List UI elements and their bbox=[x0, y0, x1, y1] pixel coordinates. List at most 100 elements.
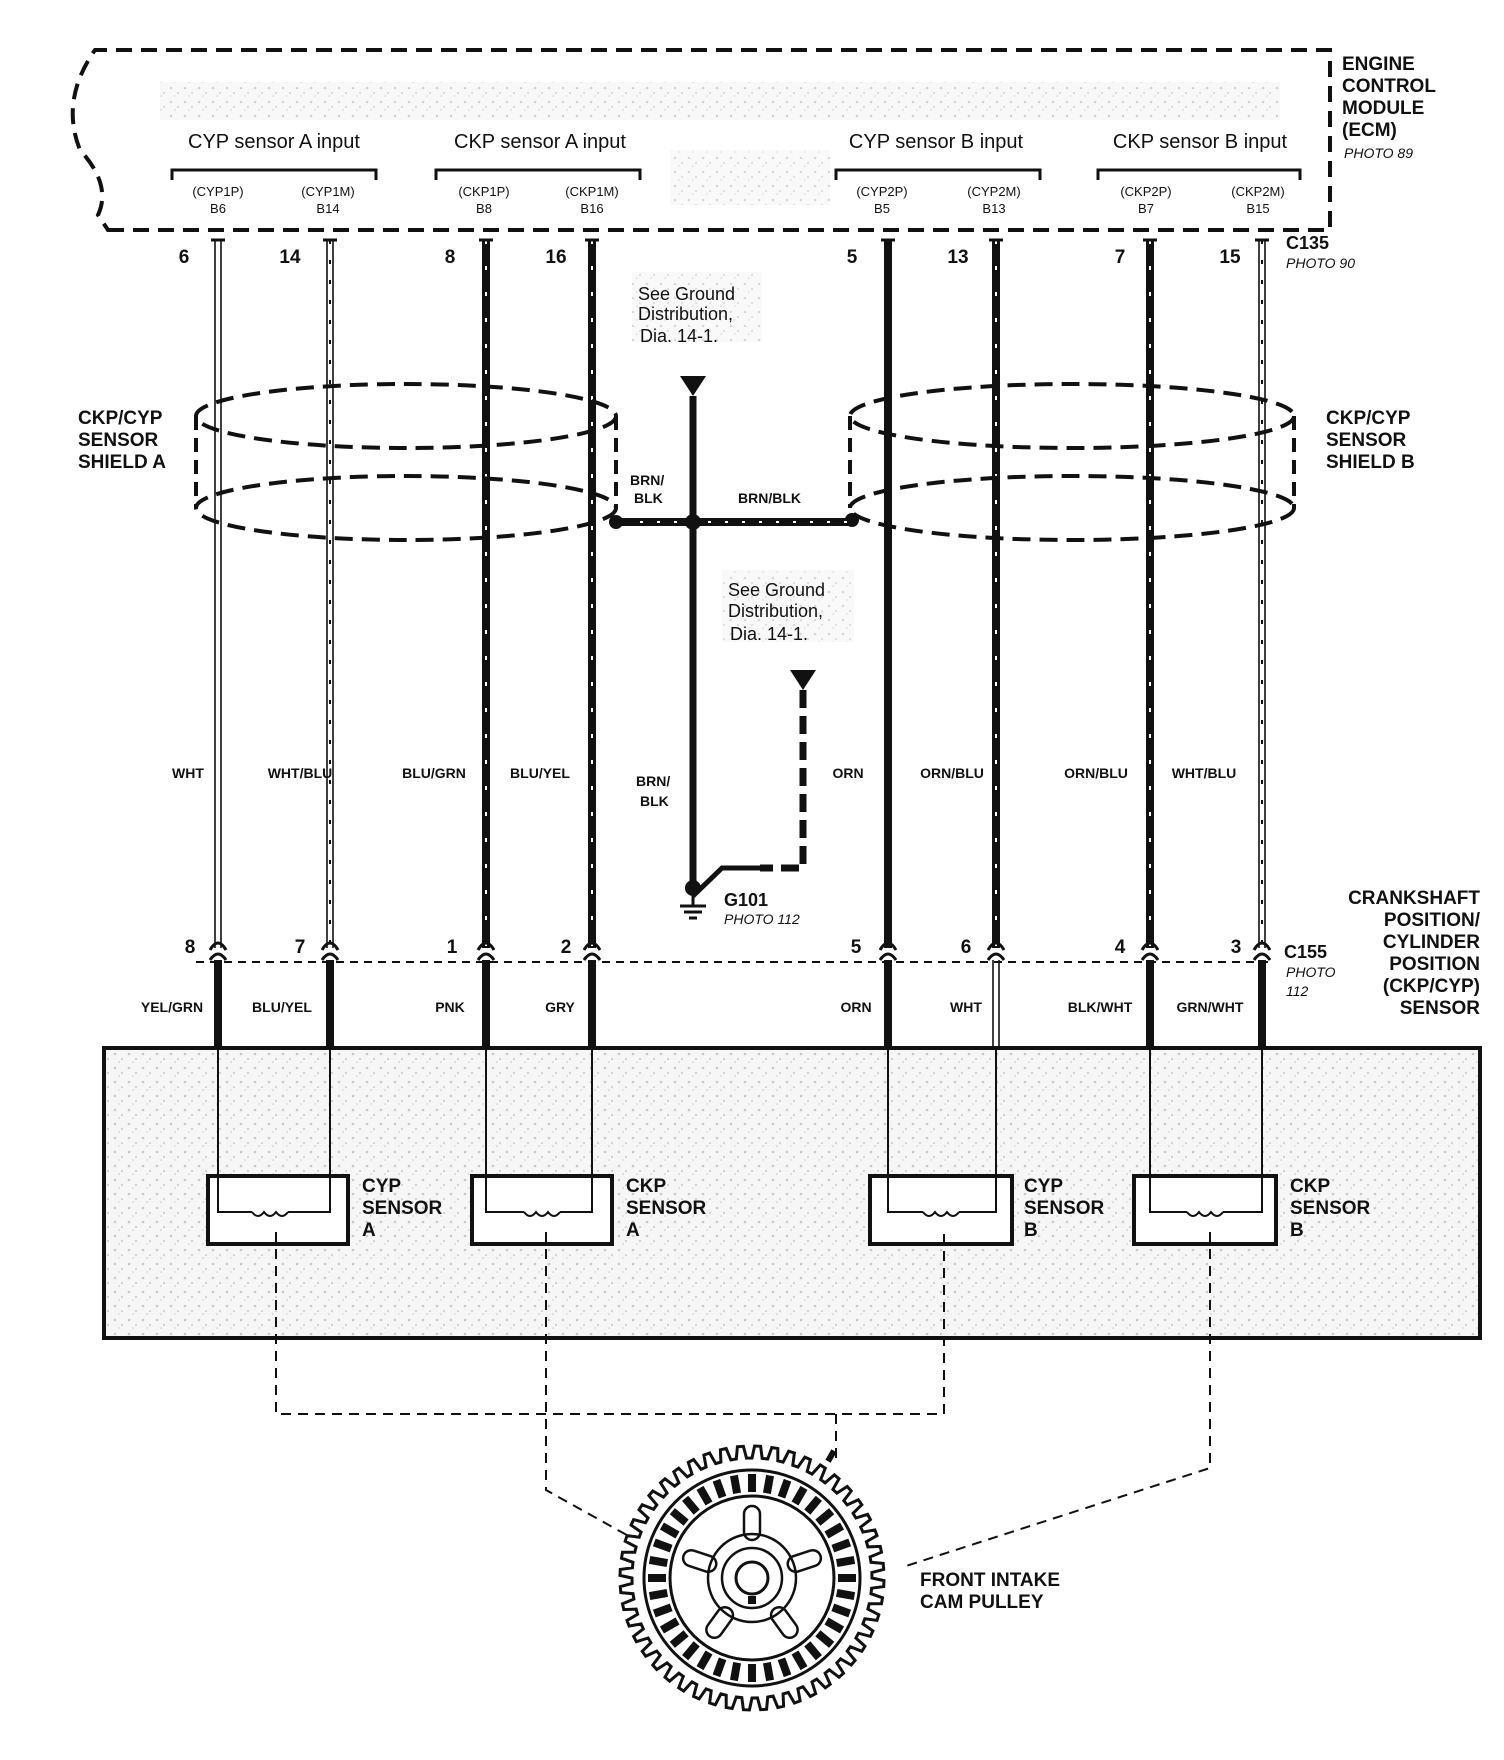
sensor-ckp-a-line-1: CKP bbox=[626, 1176, 666, 1197]
sensor-ckp-a-line-3: A bbox=[626, 1220, 640, 1241]
wire-lower-color-label: ORN bbox=[840, 999, 871, 1015]
pulley-label-line-1: FRONT INTAKE bbox=[920, 1570, 1060, 1591]
c135-label: C135 bbox=[1286, 233, 1329, 253]
ecm-shading-2 bbox=[670, 150, 830, 205]
wire-color-label: BLU/YEL bbox=[510, 765, 570, 781]
shield-a-line-1: CKP/CYP bbox=[78, 408, 163, 429]
sensor-title-line-4: POSITION bbox=[1389, 954, 1480, 975]
pin-code: (CKP2P) bbox=[1120, 184, 1171, 199]
group-label: CYP sensor B input bbox=[849, 131, 1024, 153]
wire-layer: 6WHT8YEL/GRN14WHT/BLU7BLU/YEL8BLU/GRN1PN… bbox=[141, 238, 1272, 1048]
pin-code: (CKP2M) bbox=[1231, 184, 1284, 199]
wire-top-pin: 6 bbox=[179, 247, 190, 268]
sensor-box-ckp-a bbox=[470, 1048, 614, 1246]
pin-number: B7 bbox=[1138, 201, 1154, 216]
wire-lower-color-label: WHT bbox=[950, 999, 982, 1015]
sensor-box-cyp-a bbox=[206, 1048, 350, 1246]
shield-b-line-1: CKP/CYP bbox=[1326, 408, 1411, 429]
ground-see-2-line-2: Distribution, bbox=[728, 601, 823, 621]
brn-blk-vertical-line-2: BLK bbox=[640, 793, 669, 809]
brn-blk-vertical-line-1: BRN/ bbox=[636, 773, 670, 789]
cam-pulley-icon bbox=[618, 1444, 886, 1712]
sensor-title-line-5: (CKP/CYP) bbox=[1383, 976, 1480, 997]
sensor-title-line-3: CYLINDER bbox=[1383, 932, 1480, 953]
wire-bottom-pin: 1 bbox=[447, 937, 458, 958]
group-label: CYP sensor A input bbox=[188, 131, 360, 153]
ecm-title-line-2: CONTROL bbox=[1342, 76, 1436, 97]
wire-lower-color-label: BLK/WHT bbox=[1068, 999, 1133, 1015]
shield-a bbox=[194, 382, 623, 542]
sensor-title-line-2: POSITION/ bbox=[1384, 910, 1481, 931]
c155-photo-line-2: 112 bbox=[1286, 983, 1309, 999]
sensor-ckp-b-line-1: CKP bbox=[1290, 1176, 1330, 1197]
pin-code: (CYP2P) bbox=[856, 184, 907, 199]
ground-distribution: See Ground Distribution, Dia. 14-1. BRN/… bbox=[616, 272, 854, 927]
wire-top-pin: 5 bbox=[847, 247, 858, 268]
wire-bottom-pin: 6 bbox=[961, 937, 972, 958]
sensor-cyp-b-line-2: SENSOR bbox=[1024, 1198, 1105, 1219]
ground-see-1-line-1: See Ground bbox=[638, 284, 735, 304]
shield-b-line-3: SHIELD B bbox=[1326, 452, 1415, 473]
ecm-title-line-4: (ECM) bbox=[1342, 120, 1397, 141]
ground-arrow-2 bbox=[790, 670, 816, 690]
c155-label: C155 bbox=[1284, 942, 1327, 962]
brn-blk-horizontal: BRN/BLK bbox=[738, 490, 801, 506]
sensor-cyp-a-line-2: SENSOR bbox=[362, 1198, 443, 1219]
wire-lower-color-label: GRY bbox=[545, 999, 575, 1015]
g101-photo: PHOTO 112 bbox=[724, 911, 800, 927]
sensor-cyp-b-line-1: CYP bbox=[1024, 1176, 1063, 1197]
sensor-box-ckp-b bbox=[1132, 1048, 1278, 1246]
sensor-cyp-b-line-3: B bbox=[1024, 1220, 1038, 1241]
wire-top-pin: 16 bbox=[545, 247, 566, 268]
wire-color-label: WHT/BLU bbox=[1172, 765, 1237, 781]
ecm-title: ENGINE CONTROL MODULE (ECM) PHOTO 89 bbox=[1342, 54, 1436, 161]
ecm-title-line-1: ENGINE bbox=[1342, 54, 1415, 75]
ecm-box bbox=[70, 48, 1332, 232]
wire-top-pin: 7 bbox=[1115, 247, 1126, 268]
wire-color-label: ORN/BLU bbox=[1064, 765, 1128, 781]
sensor-title-line-1: CRANKSHAFT bbox=[1348, 888, 1480, 909]
pulley-label-line-2: CAM PULLEY bbox=[920, 1592, 1044, 1613]
ground-symbol-icon bbox=[680, 880, 706, 920]
c135-photo: PHOTO 90 bbox=[1286, 255, 1355, 271]
pin-code: (CKP1M) bbox=[565, 184, 618, 199]
pin-number: B15 bbox=[1246, 201, 1269, 216]
brn-blk-short-line-1: BRN/ bbox=[630, 472, 664, 488]
ground-see-2-line-3: Dia. 14-1. bbox=[730, 624, 808, 644]
sensor-ckp-a-line-2: SENSOR bbox=[626, 1198, 707, 1219]
sensor-cyp-a-line-1: CYP bbox=[362, 1176, 401, 1197]
pin-code: (CYP2M) bbox=[967, 184, 1020, 199]
wire-top-pin: 15 bbox=[1219, 247, 1241, 268]
shield-a-line-2: SENSOR bbox=[78, 430, 159, 451]
shield-a-line-3: SHIELD A bbox=[78, 452, 166, 473]
c155-photo-line-1: PHOTO bbox=[1286, 964, 1336, 980]
sensor-layer bbox=[206, 1048, 1278, 1246]
shield-b-line-2: SENSOR bbox=[1326, 430, 1407, 451]
ecm-shading bbox=[160, 82, 1280, 120]
shield-b bbox=[845, 382, 1296, 542]
pin-number: B6 bbox=[210, 201, 226, 216]
sensor-ckp-b-line-2: SENSOR bbox=[1290, 1198, 1371, 1219]
wire-bottom-pin: 7 bbox=[295, 937, 306, 958]
wire-color-label: WHT bbox=[172, 765, 204, 781]
pin-code: (CYP1P) bbox=[192, 184, 243, 199]
wire-top-pin: 14 bbox=[279, 247, 301, 268]
ckp-cyp-sensor-label: CRANKSHAFT POSITION/ CYLINDER POSITION (… bbox=[1348, 888, 1481, 1019]
shield-a-label: CKP/CYP SENSOR SHIELD A bbox=[78, 408, 166, 473]
ground-arrow-1 bbox=[680, 376, 706, 396]
wire-lower-color-label: BLU/YEL bbox=[252, 999, 312, 1015]
sensor-title-line-6: SENSOR bbox=[1400, 998, 1481, 1019]
wire-bottom-pin: 3 bbox=[1231, 937, 1242, 958]
sensor-cyp-a-line-3: A bbox=[362, 1220, 376, 1241]
sensor-ckp-b-line-3: B bbox=[1290, 1220, 1304, 1241]
ecm-group-ckp-a: CKP sensor A input (CKP1P) B8 (CKP1M) B1… bbox=[434, 131, 642, 216]
wire-color-label: BLU/GRN bbox=[402, 765, 466, 781]
wire-lower-color-label: YEL/GRN bbox=[141, 999, 203, 1015]
ground-see-2-line-1: See Ground bbox=[728, 580, 825, 600]
sensor-labels: CYP SENSOR A CKP SENSOR A CYP SENSOR B C… bbox=[362, 1176, 1371, 1241]
ecm-group-ckp-b: CKP sensor B input (CKP2P) B7 (CKP2M) B1… bbox=[1096, 131, 1302, 216]
